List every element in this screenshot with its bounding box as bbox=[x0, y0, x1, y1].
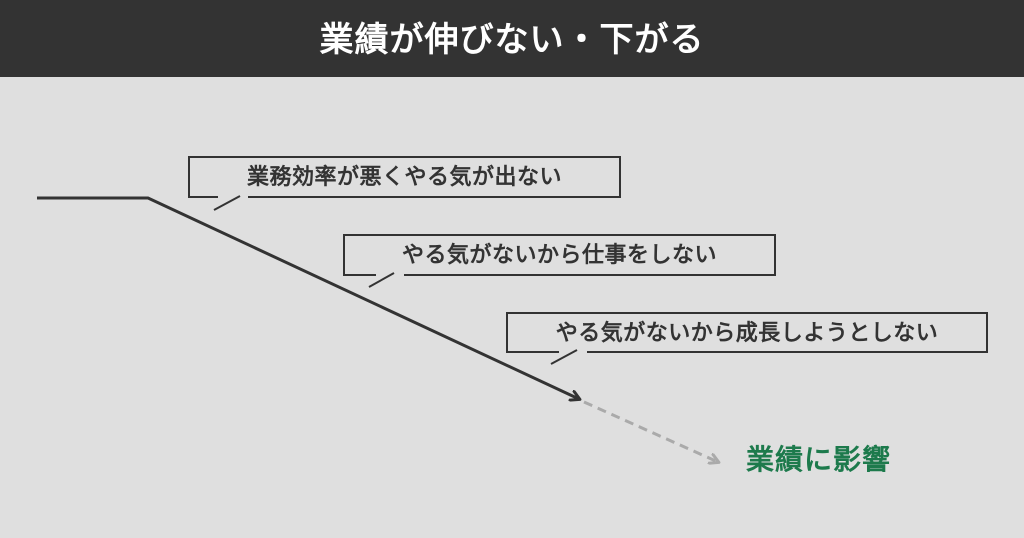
callout-3-label: やる気がないから成長しようとしない bbox=[555, 320, 939, 346]
result-label: 業績に影響 bbox=[746, 443, 892, 476]
callout-1-label: 業務効率が悪くやる気が出ない bbox=[246, 165, 562, 190]
trend-line bbox=[37, 196, 579, 399]
callout-1: 業務効率が悪くやる気が出ない bbox=[189, 157, 620, 197]
callout-2-label: やる気がないから仕事をしない bbox=[401, 243, 717, 268]
callout-1-frame bbox=[188, 156, 621, 211]
callout-2: やる気がないから仕事をしない bbox=[344, 235, 775, 275]
callout-2-tail bbox=[368, 272, 395, 288]
callout-3: やる気がないから成長しようとしない bbox=[507, 313, 987, 352]
callout-3-tail bbox=[550, 349, 578, 365]
callout-1-tail bbox=[213, 195, 241, 211]
header-bar: 業績が伸びない・下がる bbox=[0, 0, 1024, 77]
callout-3-frame bbox=[506, 312, 988, 365]
callout-2-frame bbox=[343, 234, 776, 288]
projection-dashed-line bbox=[583, 400, 718, 462]
page-title: 業績が伸びない・下がる bbox=[319, 19, 705, 60]
